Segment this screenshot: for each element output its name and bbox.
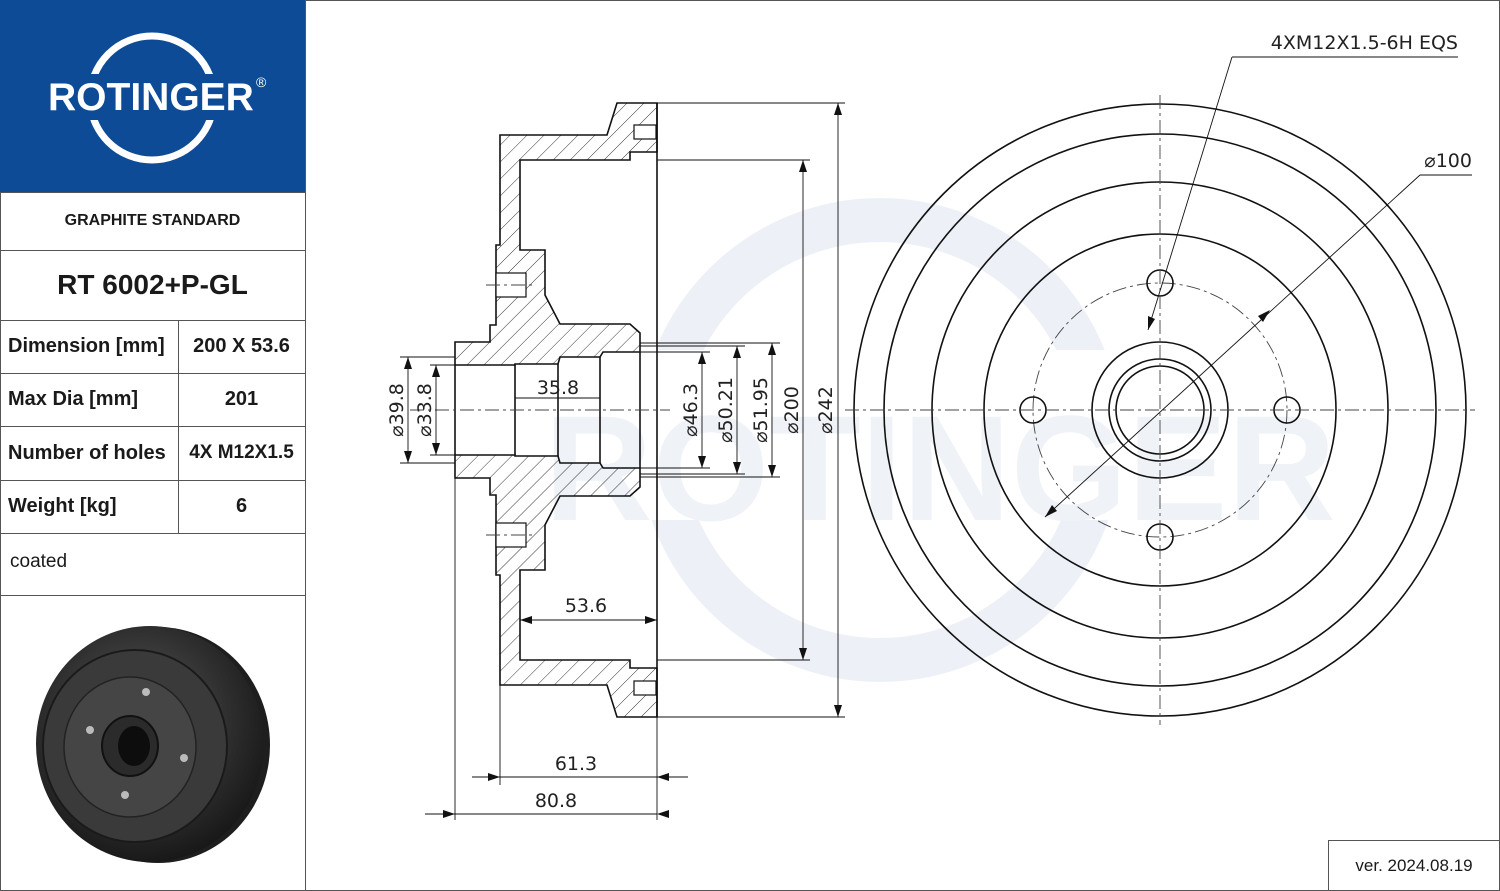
- dim-d50-21: ⌀50.21: [715, 377, 737, 443]
- dim-d46-3: ⌀46.3: [680, 383, 702, 437]
- spec-value-max-dia: 201: [224, 388, 259, 410]
- section-upper-half: [454, 102, 658, 366]
- product-series: GRAPHITE STANDARD: [64, 212, 241, 229]
- spec-value-weight: 6: [235, 495, 248, 517]
- dim-d33-8: ⌀33.8: [414, 383, 436, 437]
- info-panel: ROTINGER ® GRAPHITE STANDARD RT 6002+P-G…: [0, 0, 306, 891]
- dim-d39-8: ⌀39.8: [386, 383, 408, 437]
- pcd-callout: ⌀100: [1424, 150, 1472, 172]
- registered-mark: ®: [256, 74, 267, 90]
- dim-53-6: 53.6: [565, 595, 607, 617]
- brand-logo: ROTINGER ®: [0, 0, 305, 192]
- section-lower-half: [454, 454, 658, 718]
- dim-d51-95: ⌀51.95: [750, 377, 772, 443]
- section-view: [410, 102, 670, 718]
- spec-value-holes: 4X M12X1.5: [189, 442, 294, 463]
- watermark: ROTINGER: [544, 198, 1336, 682]
- version-label: ver. 2024.08.19: [1328, 840, 1499, 890]
- part-number: RT 6002+P-GL: [57, 269, 248, 300]
- dim-d242: ⌀242: [815, 386, 837, 434]
- dim-35-8: 35.8: [537, 377, 579, 399]
- front-view: 4XM12X1.5-6H EQS ⌀100: [845, 32, 1475, 725]
- coating-note: coated: [10, 551, 68, 572]
- dim-d200: ⌀200: [781, 386, 803, 434]
- section-dimensions: ⌀39.8 ⌀33.8 35.8 ⌀46.3 ⌀50.21 ⌀51.95 ⌀20…: [386, 102, 845, 820]
- spec-label-max-dia: Max Dia [mm]: [8, 388, 139, 410]
- spec-value-dimension: 200 X 53.6: [193, 335, 290, 357]
- product-image: [36, 626, 270, 863]
- spec-label-holes: Number of holes: [8, 441, 166, 464]
- brand-name: ROTINGER: [48, 76, 254, 119]
- spec-label-dimension: Dimension [mm]: [8, 335, 165, 357]
- dim-80-8: 80.8: [535, 790, 577, 812]
- dim-61-3: 61.3: [555, 753, 597, 775]
- thread-callout: 4XM12X1.5-6H EQS: [1271, 32, 1458, 54]
- spec-label-weight: Weight [kg]: [8, 495, 117, 517]
